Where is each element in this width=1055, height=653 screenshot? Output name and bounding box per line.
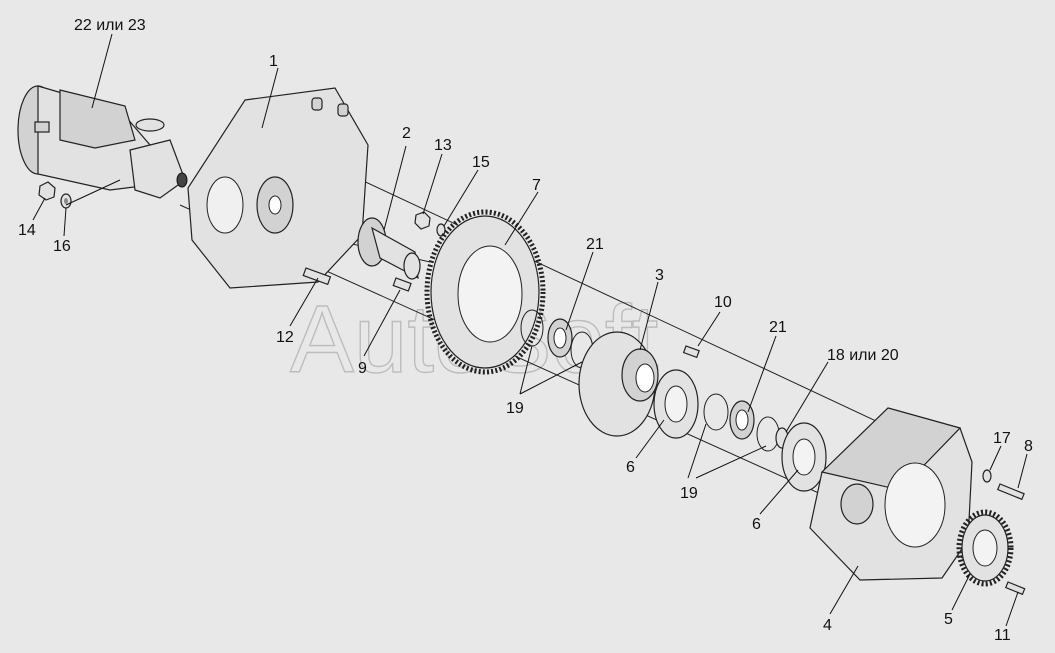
- label-6-right: 6: [752, 516, 761, 533]
- label-18-or-20: 18 или 20: [827, 347, 899, 364]
- pin-10: [682, 345, 700, 359]
- starter-motor: [17, 85, 188, 199]
- label-11: 11: [994, 627, 1011, 644]
- label-16: 16: [53, 238, 71, 255]
- mounting-plate-1: [187, 87, 369, 289]
- ring-gear-7: [424, 209, 546, 375]
- bearing-21-left: [547, 318, 573, 358]
- housing-4: [809, 407, 973, 581]
- bolt-8: [996, 483, 1025, 501]
- bearing-21-right: [729, 400, 755, 440]
- label-19-left: 19: [506, 400, 524, 417]
- label-12: 12: [276, 329, 294, 346]
- label-17: 17: [993, 430, 1011, 447]
- label-6-left: 6: [626, 459, 635, 476]
- leader-lines: [32, 33, 1028, 627]
- bolt-11: [1004, 581, 1026, 596]
- sprocket-5: [956, 509, 1014, 587]
- circlip-19-right: [703, 393, 729, 431]
- label-21-left: 21: [586, 236, 604, 253]
- label-4: 4: [823, 617, 832, 634]
- label-5: 5: [944, 611, 953, 628]
- callout-labels: 22 или 23 1 2 13 15 7 14 16 21 3 10 21 1…: [18, 17, 1033, 644]
- washer-17: [982, 469, 992, 483]
- bolt-12: [302, 267, 332, 286]
- gasket-6-right: [781, 422, 827, 492]
- label-2: 2: [402, 125, 411, 142]
- label-10: 10: [714, 294, 732, 311]
- label-19-right: 19: [680, 485, 698, 502]
- nut-13: [414, 211, 431, 230]
- hub-2: [357, 217, 421, 280]
- label-13: 13: [434, 137, 452, 154]
- label-22-or-23: 22 или 23: [74, 17, 146, 34]
- starter-washer-16: [60, 193, 72, 209]
- label-1: 1: [269, 53, 278, 70]
- label-14: 14: [18, 222, 36, 239]
- starter-nut-14: [38, 181, 56, 201]
- bolt-9: [392, 277, 412, 292]
- label-3: 3: [655, 267, 664, 284]
- label-8: 8: [1024, 438, 1033, 455]
- circlip-19-right-2: [756, 416, 780, 452]
- label-21-right: 21: [769, 319, 787, 336]
- gasket-6-left: [653, 369, 699, 439]
- label-15: 15: [472, 154, 490, 171]
- label-7: 7: [532, 177, 541, 194]
- label-9: 9: [358, 360, 367, 377]
- flange-3: [578, 331, 659, 437]
